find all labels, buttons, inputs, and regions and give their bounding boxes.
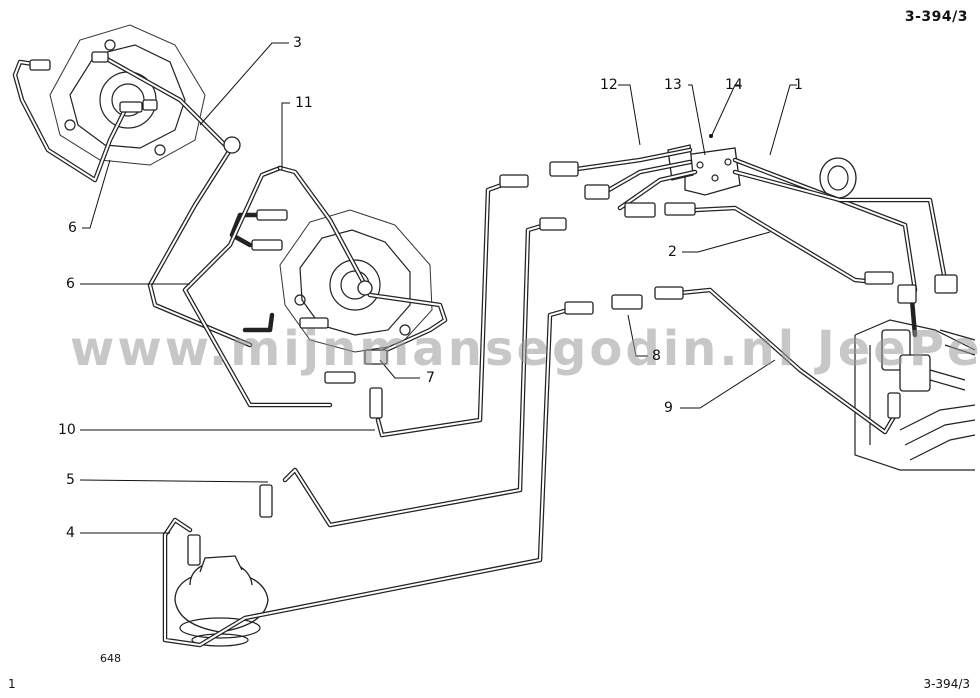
callout-12: 12 xyxy=(600,77,618,93)
callout-4: 4 xyxy=(66,525,75,541)
callout-2: 2 xyxy=(668,244,677,260)
callout-7: 7 xyxy=(426,370,435,386)
callout-8: 8 xyxy=(652,348,661,364)
callout-13: 13 xyxy=(664,77,682,93)
callout-leaders xyxy=(79,42,797,534)
callout-6-upper: 6 xyxy=(68,220,77,236)
callout-1: 1 xyxy=(794,77,803,93)
callout-3: 3 xyxy=(293,35,302,51)
callout-14: 14 xyxy=(725,77,743,93)
reference-code-top: 3-394/3 xyxy=(904,9,968,25)
page-number: 1 xyxy=(8,677,16,691)
callout-5: 5 xyxy=(66,472,75,488)
reference-code-bottom: 3-394/3 xyxy=(923,677,970,691)
callout-9: 9 xyxy=(664,400,673,416)
callout-10: 10 xyxy=(58,422,76,438)
sheet-code: 648 xyxy=(100,652,121,665)
pipe-fittings xyxy=(29,51,958,566)
rear-axle-assembly xyxy=(854,319,976,471)
distribution-block xyxy=(667,144,857,199)
watermark: www.mijnmansegodin.nl JeePee xyxy=(70,321,980,377)
callout-11: 11 xyxy=(295,95,313,111)
callout-6-lower: 6 xyxy=(66,276,75,292)
upper-left-caliper xyxy=(49,24,206,166)
